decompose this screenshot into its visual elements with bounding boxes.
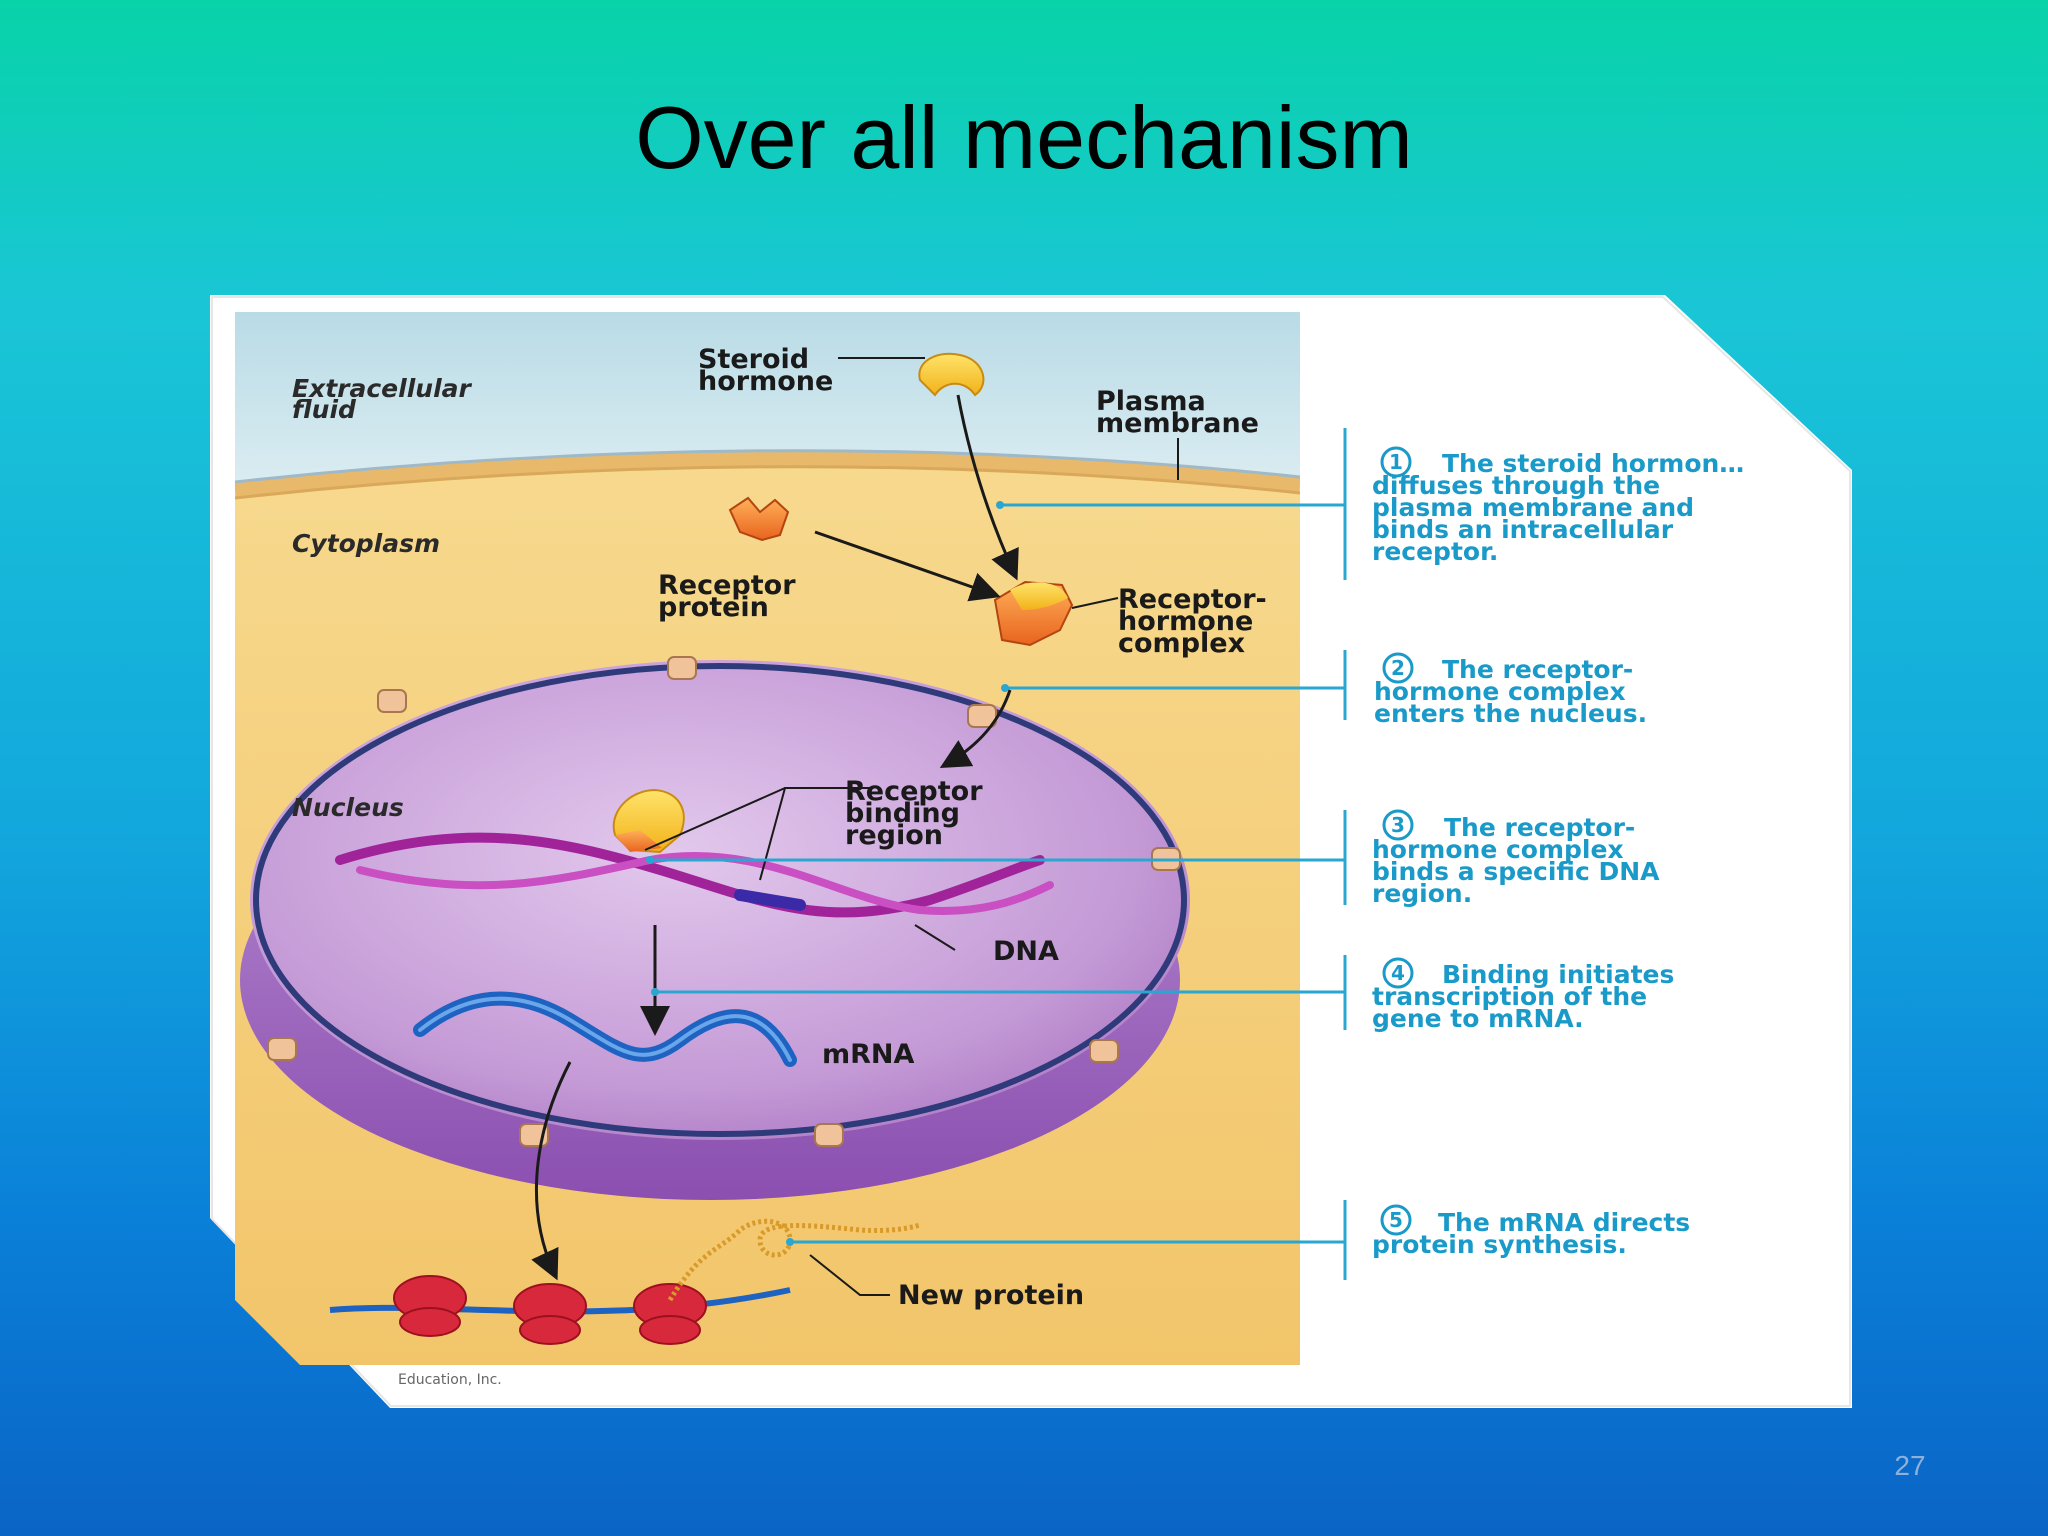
label-extracellular-fluid: Extracellular fluid: [292, 374, 480, 424]
step-1-text: The steroid hormon… diffuses through the…: [1372, 449, 1753, 566]
page-number: 27: [1894, 1450, 1926, 1481]
step-5-text: The mRNA directs protein synthesis.: [1372, 1208, 1699, 1259]
label-dna: DNA: [993, 936, 1059, 967]
step-4: 4 Binding initiates transcription of the…: [1372, 957, 1683, 1033]
receptor-hormone-complex-shape: [993, 580, 1074, 647]
leader-lines: [644, 357, 1179, 1296]
step-3-text: The receptor- hormone complex binds a sp…: [1372, 813, 1668, 908]
dna-strands: [335, 832, 1054, 918]
label-receptor-protein: Receptor protein: [658, 570, 805, 623]
ribosomes: [393, 1275, 707, 1345]
step-5: 5 The mRNA directs protein synthesis.: [1372, 1204, 1699, 1259]
step-2-text: The receptor- hormone complex enters the…: [1374, 655, 1647, 728]
bound-complex-shape: [612, 788, 685, 854]
step-3: 3 The receptor- hormone complex binds a …: [1372, 809, 1668, 908]
label-steroid-hormone: Steroid hormone: [698, 344, 833, 397]
step-4-number: 4: [1391, 961, 1405, 985]
step-4-text: Binding initiates transcription of the g…: [1372, 960, 1683, 1033]
label-cytoplasm: Cytoplasm: [292, 529, 440, 558]
new-protein-chain: [667, 1218, 921, 1302]
slide-title: Over all mechanism: [635, 88, 1413, 187]
step-3-number: 3: [1391, 813, 1405, 837]
label-receptor-hormone-complex: Receptor- hormone complex: [1118, 584, 1276, 659]
image-credit: Education, Inc.: [398, 1372, 502, 1388]
pathway-arrows: [531, 394, 1019, 1281]
steroid-hormone-shape: [918, 352, 985, 397]
step-2: 2 The receptor- hormone complex enters t…: [1374, 652, 1647, 728]
step-2-number: 2: [1391, 656, 1405, 680]
label-new-protein: New protein: [898, 1280, 1084, 1311]
plasma-membrane: [235, 449, 1300, 499]
receptor-protein-shape: [728, 496, 790, 542]
step-1-number: 1: [1389, 450, 1403, 474]
label-receptor-binding-region: Receptor binding region: [845, 776, 992, 851]
nuclear-pores: [267, 656, 1181, 1147]
nucleus: [240, 656, 1190, 1200]
label-mrna: mRNA: [822, 1039, 915, 1070]
label-plasma-membrane: Plasma membrane: [1096, 386, 1259, 439]
step-5-number: 5: [1389, 1208, 1403, 1232]
step-connector-dots: [646, 501, 1009, 1246]
step-1: 1 The steroid hormon… diffuses through t…: [1372, 446, 1753, 566]
step-connectors: [650, 428, 1347, 1280]
label-nucleus: Nucleus: [292, 793, 404, 822]
